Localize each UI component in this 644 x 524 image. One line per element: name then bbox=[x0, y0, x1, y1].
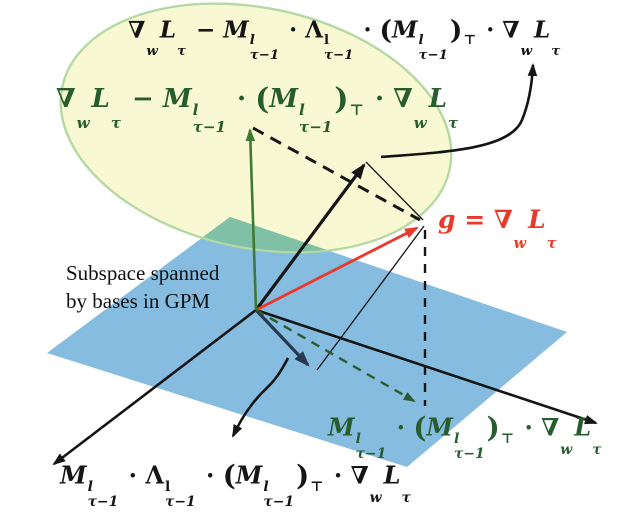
scaled-residual-vector-arrow bbox=[254, 163, 366, 311]
subspace-caption-line1: Subspace spanned bbox=[66, 261, 220, 285]
residual-to-gradient-thin-line bbox=[365, 161, 424, 221]
green-residual-dashed-line bbox=[252, 126, 421, 222]
subspace-caption: Subspace spanned by bases in GPM bbox=[66, 260, 219, 316]
gradient-to-projection-thin-line bbox=[316, 225, 425, 371]
bottom-formula-callout-curve bbox=[231, 357, 290, 438]
top-formula-callout-curve bbox=[380, 63, 538, 159]
gradient-vector-arrow bbox=[255, 226, 419, 312]
scaled-projection-vector-arrow bbox=[254, 308, 310, 367]
gpm-projection-dashed-arrow bbox=[255, 308, 416, 403]
subspace-caption-line2: by bases in GPM bbox=[66, 288, 211, 313]
gpm-subspace-plane bbox=[47, 217, 567, 467]
trust-region-ellipse-border bbox=[59, 2, 453, 254]
axis-left-arrow bbox=[52, 308, 257, 466]
green-residual-vector-arrow bbox=[245, 128, 258, 311]
